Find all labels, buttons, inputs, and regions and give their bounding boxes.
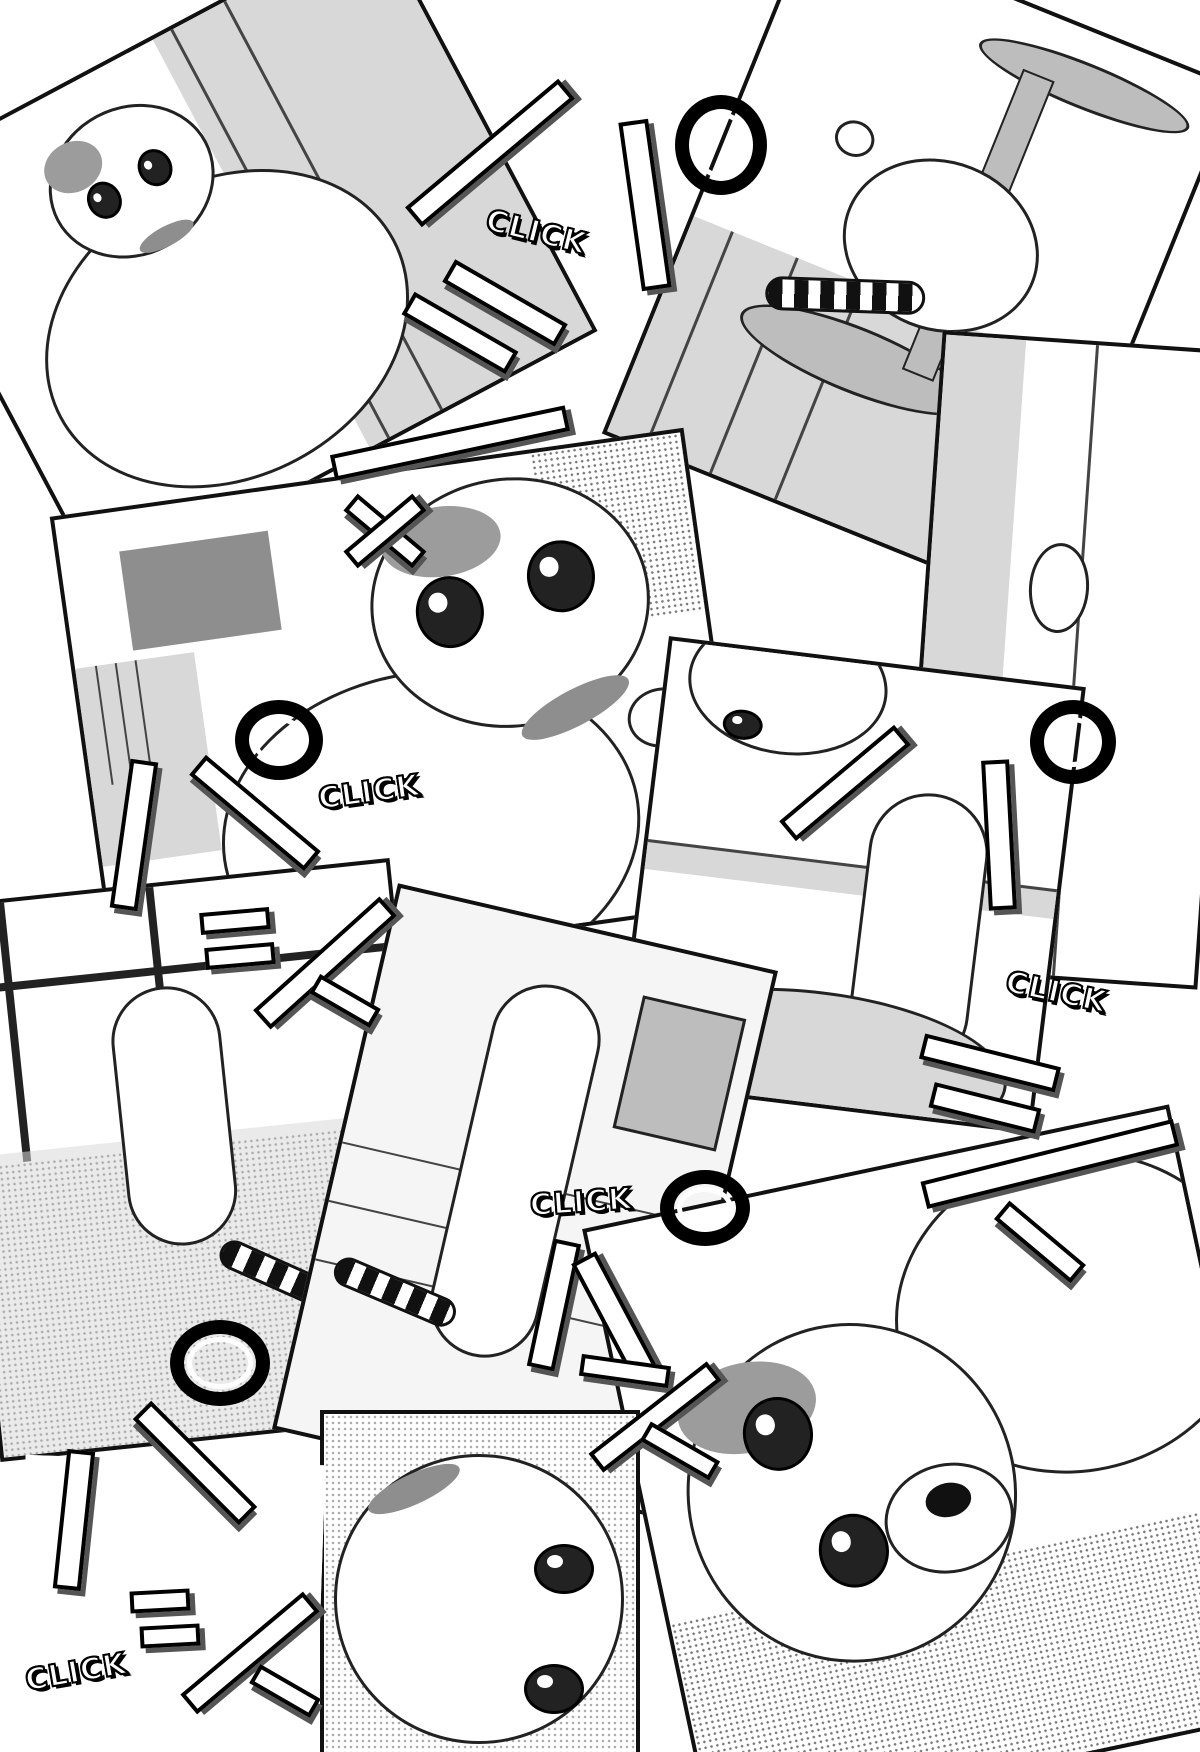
sfx-ring <box>660 1170 750 1246</box>
sfx-stroke <box>129 1588 191 1614</box>
sfx-ring <box>235 700 323 780</box>
sfx-stroke <box>139 1623 201 1649</box>
sfx-ring <box>675 95 767 195</box>
cat-head <box>680 636 896 767</box>
sfx-ring <box>170 1320 270 1406</box>
sfx-stroke <box>618 118 672 292</box>
sfx-ring <box>1030 700 1116 784</box>
sfx-click-label: CLICK <box>528 1180 635 1224</box>
cat-paw <box>829 114 880 163</box>
cat-tail <box>764 275 926 316</box>
tv-screen <box>119 530 282 651</box>
cat-eye <box>534 1544 594 1594</box>
panel-cat-upside-down <box>320 1410 640 1752</box>
cat-eye <box>524 1664 584 1714</box>
